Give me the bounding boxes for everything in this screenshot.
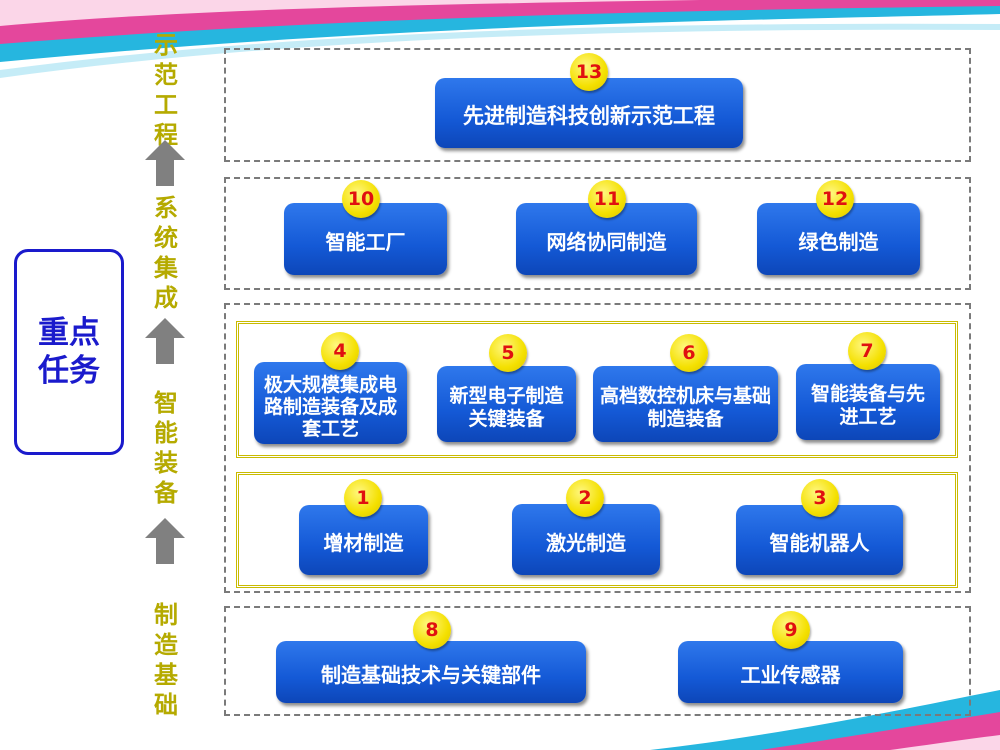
task-number-badge: 11 (588, 180, 626, 218)
task-box: 网络协同制造 (516, 203, 697, 275)
tier-frame-foundation (224, 606, 971, 716)
task-box: 高档数控机床与基础制造装备 (593, 366, 778, 442)
key-tasks-title: 重点 任务 (38, 315, 100, 389)
side-label-char: 示 (154, 31, 178, 59)
task-number-badge: 2 (566, 479, 604, 517)
side-label-char: 范 (154, 61, 178, 89)
task-number-badge: 4 (321, 332, 359, 370)
side-label-char: 成 (154, 284, 178, 312)
task-box: 新型电子制造关键装备 (437, 366, 576, 442)
key-tasks-panel: 重点 任务 (14, 249, 124, 455)
side-label-char: 统 (154, 224, 178, 252)
up-arrow-icon (145, 140, 185, 186)
equipment-upper-frame (236, 321, 958, 458)
task-number-badge: 7 (848, 332, 886, 370)
task-box: 极大规模集成电路制造装备及成套工艺 (254, 362, 407, 444)
task-number-badge: 13 (570, 53, 608, 91)
task-box: 制造基础技术与关键部件 (276, 641, 586, 703)
side-label-char: 础 (154, 691, 178, 719)
side-label-char: 装 (154, 449, 178, 477)
side-label-char: 制 (154, 601, 178, 629)
task-number-badge: 3 (801, 479, 839, 517)
up-arrow-icon (145, 318, 185, 364)
label-demo-engineering: 示范工程 (146, 30, 186, 150)
side-label-char: 工 (154, 91, 178, 119)
task-box: 增材制造 (299, 505, 428, 575)
task-number-badge: 9 (772, 611, 810, 649)
side-label-char: 基 (154, 661, 178, 689)
task-number-badge: 1 (344, 479, 382, 517)
task-number-badge: 8 (413, 611, 451, 649)
tier-frame-demo (224, 48, 971, 162)
side-label-char: 能 (154, 419, 178, 447)
task-box: 工业传感器 (678, 641, 903, 703)
task-number-badge: 10 (342, 180, 380, 218)
label-system-integration: 系统集成 (146, 193, 186, 313)
side-label-char: 造 (154, 631, 178, 659)
tier-frame-equipment (224, 303, 971, 593)
equipment-lower-frame (236, 472, 958, 588)
side-label-char: 集 (154, 254, 178, 282)
task-number-badge: 12 (816, 180, 854, 218)
label-manufacturing-foundation: 制造基础 (146, 600, 186, 720)
label-smart-equipment: 智能装备 (146, 388, 186, 508)
task-box: 智能装备与先进工艺 (796, 364, 940, 440)
task-number-badge: 6 (670, 334, 708, 372)
side-label-char: 备 (154, 479, 178, 507)
up-arrow-icon (145, 518, 185, 564)
side-label-char: 系 (154, 194, 178, 222)
tier-frame-integration (224, 177, 971, 290)
task-number-badge: 5 (489, 334, 527, 372)
side-label-char: 智 (154, 389, 178, 417)
